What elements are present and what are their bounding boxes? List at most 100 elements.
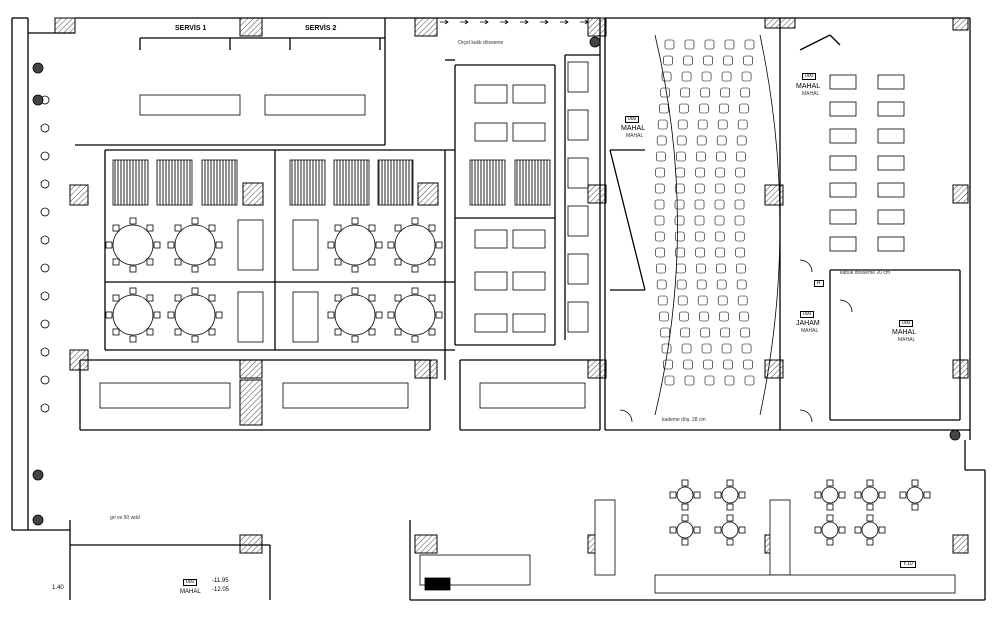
auditorium-seat [699, 103, 709, 114]
long-table [292, 219, 319, 271]
chair [826, 479, 834, 487]
mahal-label-3: MAHAL [892, 329, 917, 336]
auditorium-seat [739, 311, 749, 322]
auditorium-seat [677, 119, 688, 130]
auditorium-seat [655, 247, 665, 258]
banquet-table [99, 382, 231, 409]
auditorium-seat [681, 343, 692, 354]
chair [428, 224, 436, 232]
classroom-table [829, 155, 857, 171]
auditorium-seat [694, 231, 705, 242]
mahal-sub-4: MAHAL [801, 328, 819, 334]
lounge-table [861, 521, 879, 539]
chair [394, 224, 402, 232]
chair [334, 294, 342, 302]
long-table [769, 499, 791, 576]
square-table [512, 122, 546, 142]
square-table [474, 122, 508, 142]
classroom-table [829, 101, 857, 117]
chair [208, 294, 216, 302]
door-swing-icon [839, 299, 853, 313]
chair [129, 217, 137, 225]
chair [334, 328, 342, 336]
auditorium-seat [735, 247, 745, 258]
stair-arrow-icon [560, 19, 569, 25]
booth [567, 301, 589, 333]
auditorium-seat [680, 327, 690, 338]
door-swing-icon [619, 409, 633, 423]
chair [351, 287, 359, 295]
column [414, 534, 438, 554]
stair-arrow-icon [440, 19, 449, 25]
auditorium-seat [654, 215, 665, 226]
auditorium-seat [703, 359, 713, 370]
classroom-table [829, 209, 857, 225]
lounge-table [676, 521, 694, 539]
chair [375, 241, 383, 249]
auditorium-seat [674, 231, 685, 242]
column [952, 17, 969, 31]
chair [826, 538, 834, 546]
column [239, 379, 263, 426]
auditorium-seat [739, 103, 749, 114]
lounge-table [821, 486, 839, 504]
chair [411, 217, 419, 225]
auditorium-seat [734, 215, 745, 226]
mahal-sub-1: MAHAL [626, 133, 644, 139]
auditorium-seat [743, 55, 753, 66]
chair [351, 265, 359, 273]
service-unit [377, 159, 414, 206]
auditorium-seat [736, 279, 747, 290]
wall-segment [799, 34, 831, 51]
auditorium-seat [674, 215, 685, 226]
chair [428, 328, 436, 336]
chair [351, 217, 359, 225]
bottom-tag: Y.10 [900, 561, 916, 568]
mahal-label-2: MAHAL [796, 83, 821, 90]
auditorium-seat [715, 247, 725, 258]
door-swing-icon [799, 409, 813, 423]
auditorium-seat [724, 375, 735, 386]
auditorium-seating [654, 34, 781, 416]
chair [191, 335, 199, 343]
banquet-table [282, 382, 409, 409]
auditorium-seat [696, 135, 707, 146]
chair [174, 328, 182, 336]
auditorium-seat [660, 87, 670, 98]
auditorium-seat [701, 343, 712, 354]
service-unit [514, 159, 551, 206]
chair [112, 258, 120, 266]
column [952, 534, 969, 554]
square-table [474, 84, 508, 104]
misc [32, 19, 961, 526]
auditorium-seat [740, 87, 750, 98]
service-unit [201, 159, 238, 206]
chair [726, 538, 734, 546]
auditorium-seat [696, 279, 707, 290]
column [587, 184, 607, 204]
chair [191, 217, 199, 225]
lounge-table [906, 486, 924, 504]
chair [153, 311, 161, 319]
auditorium-seat [719, 311, 729, 322]
chair [215, 311, 223, 319]
bar-counter [654, 574, 956, 594]
plant-icon [32, 62, 44, 74]
chair [394, 294, 402, 302]
kot-label: 1.40 [52, 585, 64, 591]
chair [428, 294, 436, 302]
auditorium-seat [680, 87, 690, 98]
square-table [474, 229, 508, 249]
stage-note: kademe döş. 28 cm [662, 417, 706, 423]
auditorium-seat [664, 375, 675, 386]
room-r-label: R [814, 280, 824, 287]
auditorium-seat [714, 199, 725, 210]
booth [567, 253, 589, 285]
chair [208, 224, 216, 232]
auditorium-seat [715, 167, 725, 178]
stair-arrow-icon [540, 19, 549, 25]
column [952, 359, 969, 379]
booth [567, 109, 589, 141]
plant-icon [40, 291, 50, 301]
